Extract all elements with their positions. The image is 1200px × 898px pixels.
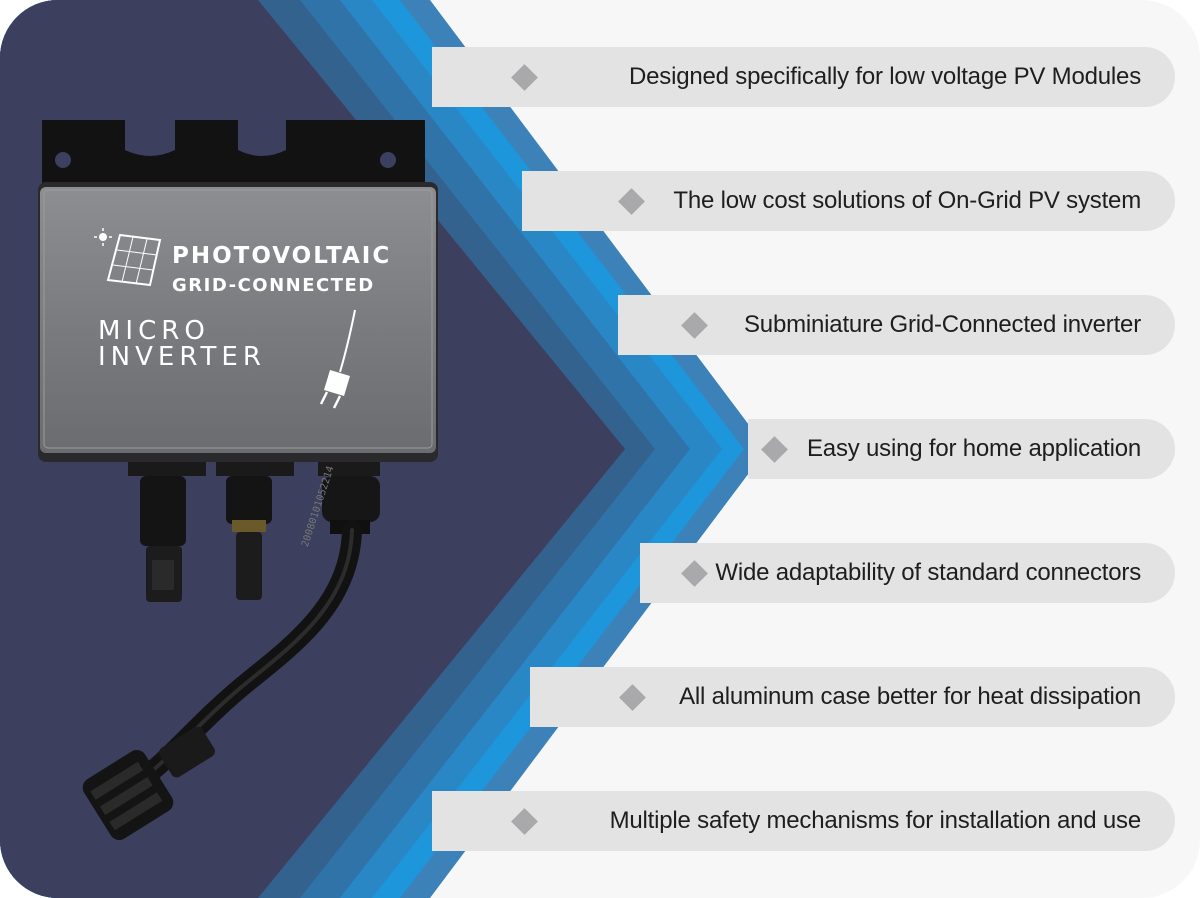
diamond-bullet-icon	[618, 188, 645, 215]
chevron-navy	[0, 0, 625, 898]
feature-row-7: Multiple safety mechanisms for installat…	[432, 791, 1175, 851]
feature-text: All aluminum case better for heat dissip…	[679, 683, 1141, 710]
feature-row-2: The low cost solutions of On-Grid PV sys…	[522, 171, 1175, 231]
feature-text: Easy using for home application	[807, 435, 1141, 462]
feature-row-3: Subminiature Grid-Connected inverter	[618, 295, 1175, 355]
diamond-bullet-icon	[681, 312, 708, 339]
feature-text: Wide adaptability of standard connectors	[715, 559, 1141, 586]
feature-text: Subminiature Grid-Connected inverter	[744, 311, 1141, 338]
feature-row-5: Wide adaptability of standard connectors	[640, 543, 1175, 603]
feature-text: The low cost solutions of On-Grid PV sys…	[673, 187, 1141, 214]
diamond-bullet-icon	[619, 684, 646, 711]
feature-row-4: Easy using for home application	[748, 419, 1175, 479]
feature-text: Multiple safety mechanisms for installat…	[609, 807, 1142, 834]
feature-row-1: Designed specifically for low voltage PV…	[432, 47, 1175, 107]
diamond-bullet-icon	[511, 64, 538, 91]
diamond-bullet-icon	[681, 560, 708, 587]
feature-row-6: All aluminum case better for heat dissip…	[530, 667, 1175, 727]
diamond-bullet-icon	[511, 808, 538, 835]
diamond-bullet-icon	[761, 436, 788, 463]
feature-text: Designed specifically for low voltage PV…	[629, 63, 1141, 90]
